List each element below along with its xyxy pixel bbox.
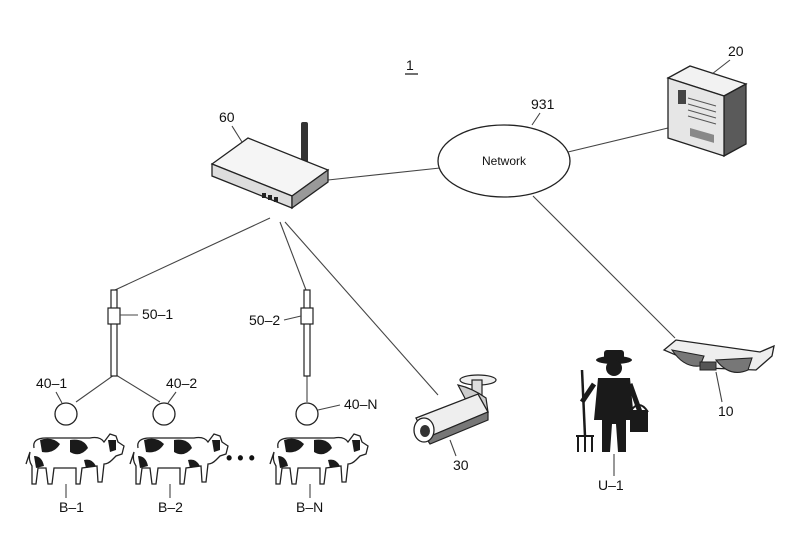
- repeater-1-icon: [107, 289, 121, 377]
- sensor-2-label: 40–2: [166, 375, 197, 391]
- sensor-n-label: 40–N: [344, 396, 377, 412]
- connection-lines: [75, 127, 676, 403]
- sensor-1-icon: [54, 402, 78, 426]
- network-label: Network: [482, 154, 527, 168]
- sensor-n-icon: [295, 402, 319, 426]
- sensor-1-label: 40–1: [36, 375, 67, 391]
- router-ref-label: 60: [219, 109, 235, 125]
- link-network-server: [567, 127, 669, 153]
- link-router-network: [327, 167, 441, 181]
- camera-ref-label: 30: [453, 457, 469, 473]
- worker-ref-label: U–1: [598, 477, 624, 493]
- cow-1-label: B–1: [59, 499, 84, 515]
- server-icon: [666, 65, 748, 158]
- network-cloud: Network: [437, 124, 571, 198]
- sensor-2-icon: [152, 402, 176, 426]
- cow-1-icon: [25, 433, 125, 485]
- ellipsis-dots: • • •: [226, 448, 255, 468]
- link-repeater1-sensor2: [115, 374, 161, 403]
- smart-glasses-icon: [662, 339, 775, 373]
- router-icon: [210, 122, 330, 210]
- repeater-2-label: 50–2: [249, 312, 280, 328]
- link-repeater1-sensor1: [75, 374, 115, 403]
- link-network-glasses: [532, 195, 676, 339]
- system-label: 1: [406, 57, 414, 73]
- camera-icon: [413, 374, 497, 445]
- link-router-repeater-2: [279, 221, 307, 291]
- repeater-1-label: 50–1: [142, 306, 173, 322]
- cow-2-icon: [129, 433, 229, 485]
- cow-n-icon: [269, 433, 369, 485]
- server-ref-label: 20: [728, 43, 744, 59]
- link-router-camera: [284, 221, 439, 396]
- cow-n-label: B–N: [296, 499, 323, 515]
- glasses-ref-label: 10: [718, 403, 734, 419]
- network-ref-label: 931: [531, 96, 555, 112]
- repeater-2-icon: [300, 289, 314, 377]
- cow-2-label: B–2: [158, 499, 183, 515]
- worker-icon: [576, 350, 649, 452]
- link-router-repeater-1: [114, 217, 271, 291]
